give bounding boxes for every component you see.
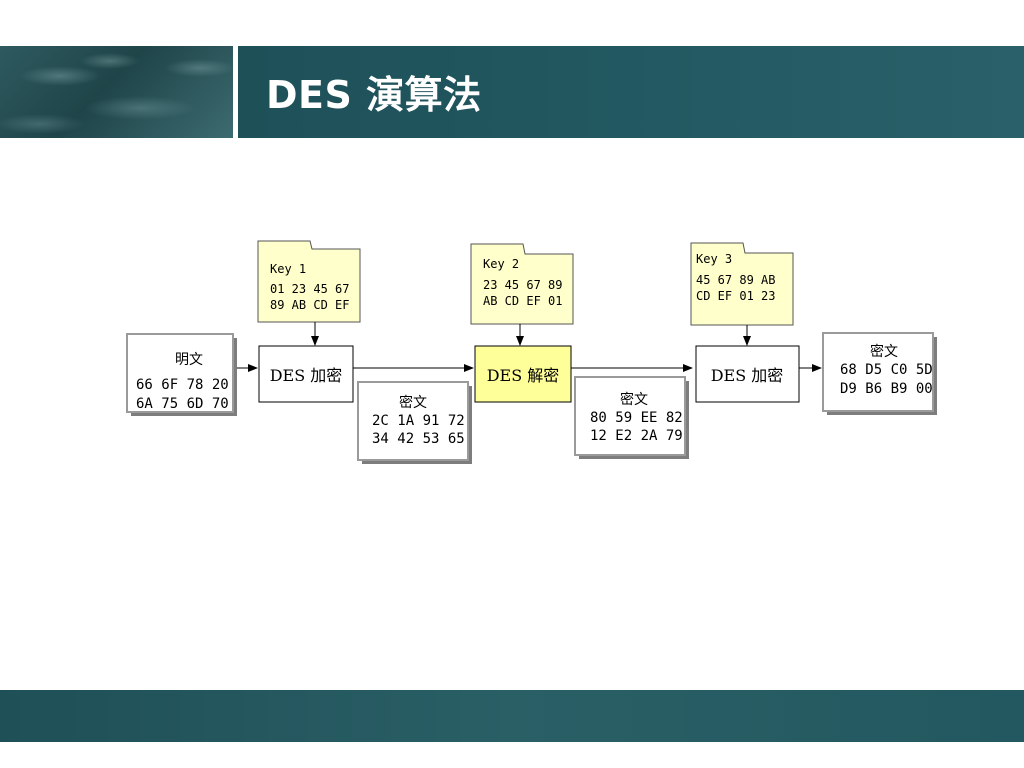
- key-3-label: Key 3: [696, 252, 732, 266]
- key-2-line2: AB CD EF 01: [483, 294, 562, 308]
- key-1-line1: 01 23 45 67: [270, 282, 349, 296]
- plaintext-line2: 6A 75 6D 70: [136, 396, 229, 412]
- key-2-card: Key 2 23 45 67 89 AB CD EF 01: [470, 243, 574, 325]
- key-3-line1: 45 67 89 AB: [696, 273, 775, 287]
- ciphertext-line1: 68 D5 C0 5D: [840, 362, 933, 378]
- header-bar: [238, 46, 1024, 138]
- footer-bar: [0, 690, 1024, 742]
- plaintext-label: 明文: [175, 352, 203, 368]
- ciphertext-line2: D9 B6 B9 00: [840, 381, 933, 397]
- stage-1-des-encrypt: DES 加密: [258, 345, 354, 403]
- header-fish-image: [0, 46, 233, 138]
- intermediate-2-line1: 80 59 EE 82: [590, 410, 683, 426]
- stage-2-des-decrypt: DES 解密: [474, 345, 572, 403]
- stage-3-des-encrypt: DES 加密: [695, 345, 800, 403]
- intermediate-1-label: 密文: [399, 394, 427, 411]
- key-1-line2: 89 AB CD EF: [270, 298, 349, 312]
- stage-1-label: DES 加密: [270, 366, 343, 385]
- plaintext-line1: 66 6F 78 20: [136, 377, 229, 393]
- key-2-label: Key 2: [483, 257, 519, 271]
- key-3-line2: CD EF 01 23: [696, 289, 775, 303]
- key-1-label: Key 1: [270, 262, 306, 276]
- intermediate-1-line2: 34 42 53 65: [372, 431, 465, 447]
- key-1-card: Key 1 01 23 45 67 89 AB CD EF: [257, 240, 361, 323]
- page-title: DES 演算法: [266, 73, 482, 117]
- intermediate-ciphertext-2: 密文 80 59 EE 82 12 E2 2A 79: [574, 376, 689, 459]
- intermediate-1-line1: 2C 1A 91 72: [372, 413, 465, 429]
- plaintext-box: 明文 66 6F 78 20 6A 75 6D 70: [126, 333, 237, 416]
- intermediate-2-line2: 12 E2 2A 79: [590, 428, 683, 444]
- stage-3-label: DES 加密: [711, 366, 784, 385]
- stage-2-label: DES 解密: [487, 366, 560, 385]
- intermediate-ciphertext-1: 密文 2C 1A 91 72 34 42 53 65: [357, 381, 472, 464]
- ciphertext-label: 密文: [870, 343, 898, 360]
- key-2-line1: 23 45 67 89: [483, 278, 562, 292]
- key-3-card: Key 3 45 67 89 AB CD EF 01 23: [690, 242, 794, 326]
- ciphertext-box: 密文 68 D5 C0 5D D9 B6 B9 00: [822, 332, 937, 415]
- intermediate-2-label: 密文: [620, 391, 648, 408]
